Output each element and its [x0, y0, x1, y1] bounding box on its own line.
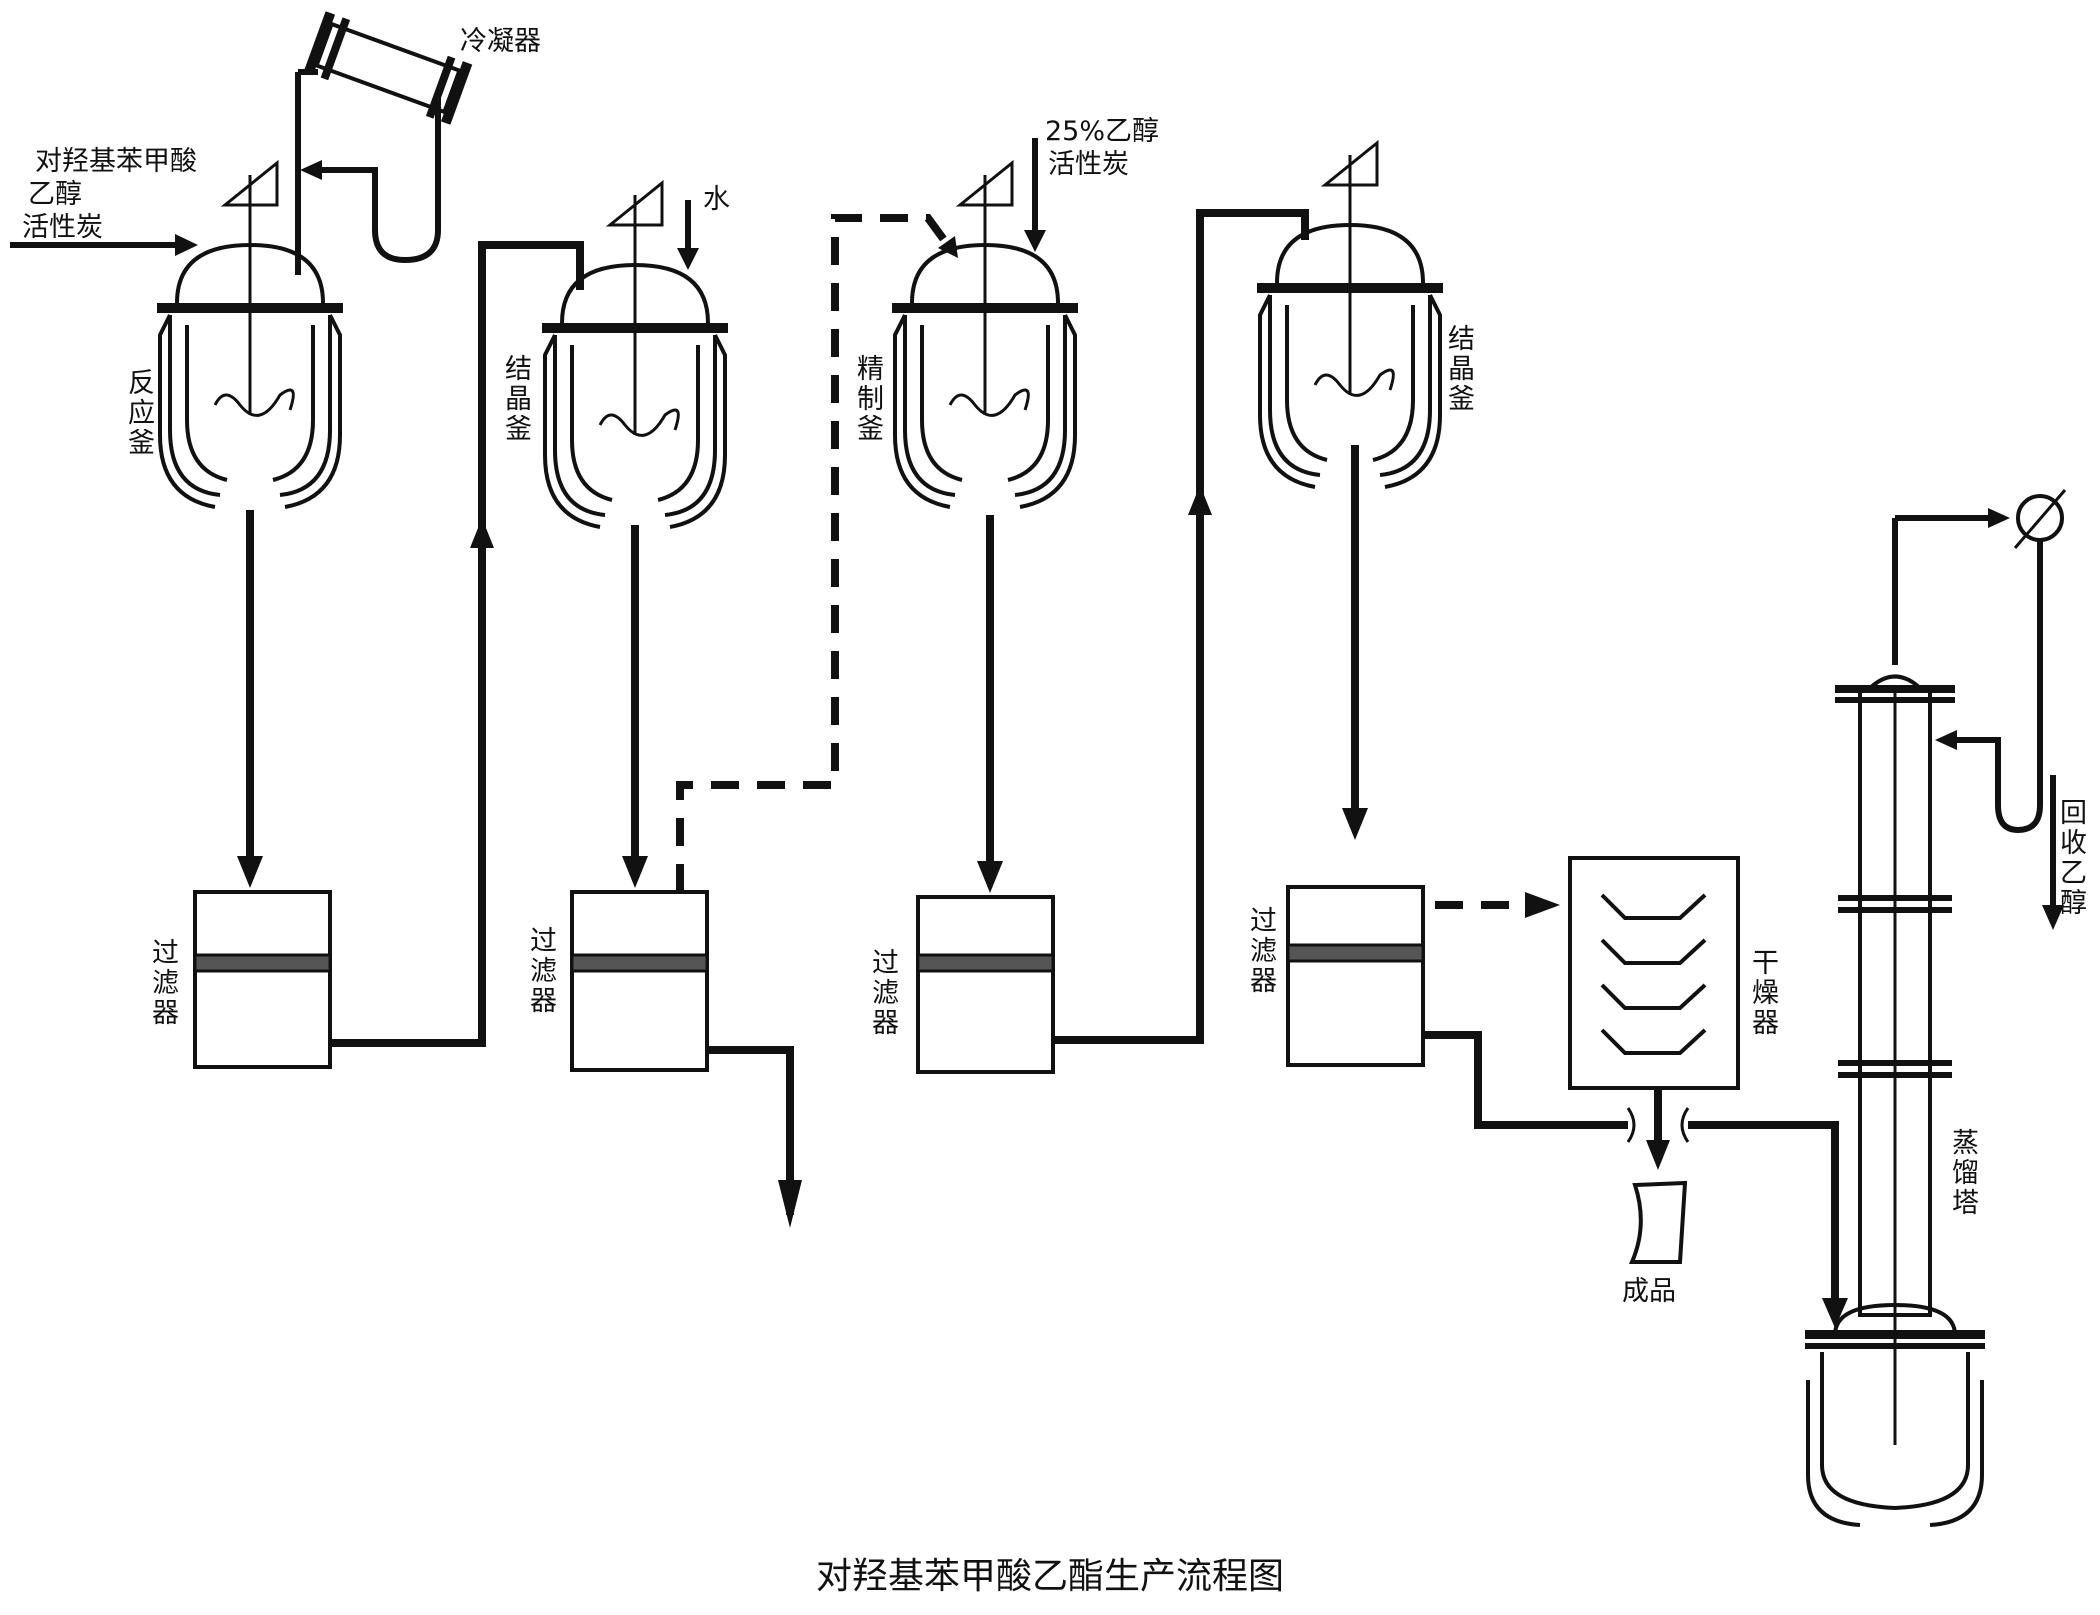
recovered-label-1: 回 [2060, 798, 2087, 829]
crystallizer-vessel-2 [1255, 141, 1445, 489]
filter3-label-1: 过 [872, 948, 899, 979]
filter1-label-3: 器 [152, 998, 179, 1029]
recovered-label-2: 收 [2060, 828, 2087, 859]
dryer [1568, 856, 1740, 1090]
product-bag [1628, 1180, 1688, 1264]
crystallizer1-label-3: 釜 [505, 414, 532, 445]
refiner-label-2: 制 [857, 384, 884, 415]
product-label: 成品 [1622, 1276, 1676, 1307]
reactor-label-1: 反 [128, 368, 155, 399]
filter-3 [916, 895, 1055, 1074]
reactor-vessel [155, 161, 345, 509]
dryer-label-3: 器 [1752, 1008, 1779, 1039]
distillation-label-2: 馏 [1952, 1158, 1979, 1189]
crystallizer1-label-2: 晶 [505, 384, 532, 415]
reactor-label-3: 釜 [128, 428, 155, 459]
water-label: 水 [703, 184, 730, 215]
filter2-label-3: 器 [530, 986, 557, 1017]
crystallizer2-label-1: 结 [1448, 324, 1475, 355]
dryer-label-2: 燥 [1752, 978, 1779, 1009]
recovered-label-4: 醇 [2060, 888, 2087, 919]
distillation-label-1: 蒸 [1952, 1128, 1979, 1159]
filter1-label-2: 滤 [152, 968, 179, 999]
feed-label-2: 乙醇 [28, 179, 82, 210]
condenser [295, 11, 473, 275]
filter4-label-3: 器 [1250, 966, 1277, 997]
diagram-title: 对羟基苯甲酸乙酯生产流程图 [816, 1556, 1284, 1597]
refining-feed-label-2: 活性炭 [1048, 149, 1129, 180]
condenser-label: 冷凝器 [460, 26, 541, 57]
refiner-label-3: 釜 [857, 414, 884, 445]
reactor-label-2: 应 [128, 398, 155, 429]
filter2-label-2: 滤 [530, 956, 557, 987]
filter-1 [193, 890, 332, 1069]
refiner-label-1: 精 [857, 354, 884, 385]
distillation-column [1805, 489, 2067, 1527]
refining-feed-label-1: 25%乙醇 [1045, 116, 1159, 147]
filter3-label-2: 滤 [872, 978, 899, 1009]
crystallizer1-label-1: 结 [505, 354, 532, 385]
filter2-label-1: 过 [530, 926, 557, 957]
filter-2 [570, 890, 709, 1072]
recovered-label-3: 乙 [2060, 858, 2087, 889]
filter4-label-2: 滤 [1250, 936, 1277, 967]
crystallizer2-label-3: 釜 [1448, 384, 1475, 415]
crystallizer-vessel-1 [540, 181, 730, 529]
feed-label-3: 活性炭 [22, 212, 103, 243]
filter4-label-1: 过 [1250, 906, 1277, 937]
filter3-label-3: 器 [872, 1008, 899, 1039]
distillation-label-3: 塔 [1952, 1188, 1979, 1219]
dryer-label-1: 干 [1752, 948, 1779, 979]
crystallizer2-label-2: 晶 [1448, 354, 1475, 385]
filter1-label-1: 过 [152, 938, 179, 969]
refiner-vessel [890, 161, 1080, 509]
feed-label-1: 对羟基苯甲酸 [35, 146, 197, 177]
filter-4 [1286, 885, 1425, 1067]
